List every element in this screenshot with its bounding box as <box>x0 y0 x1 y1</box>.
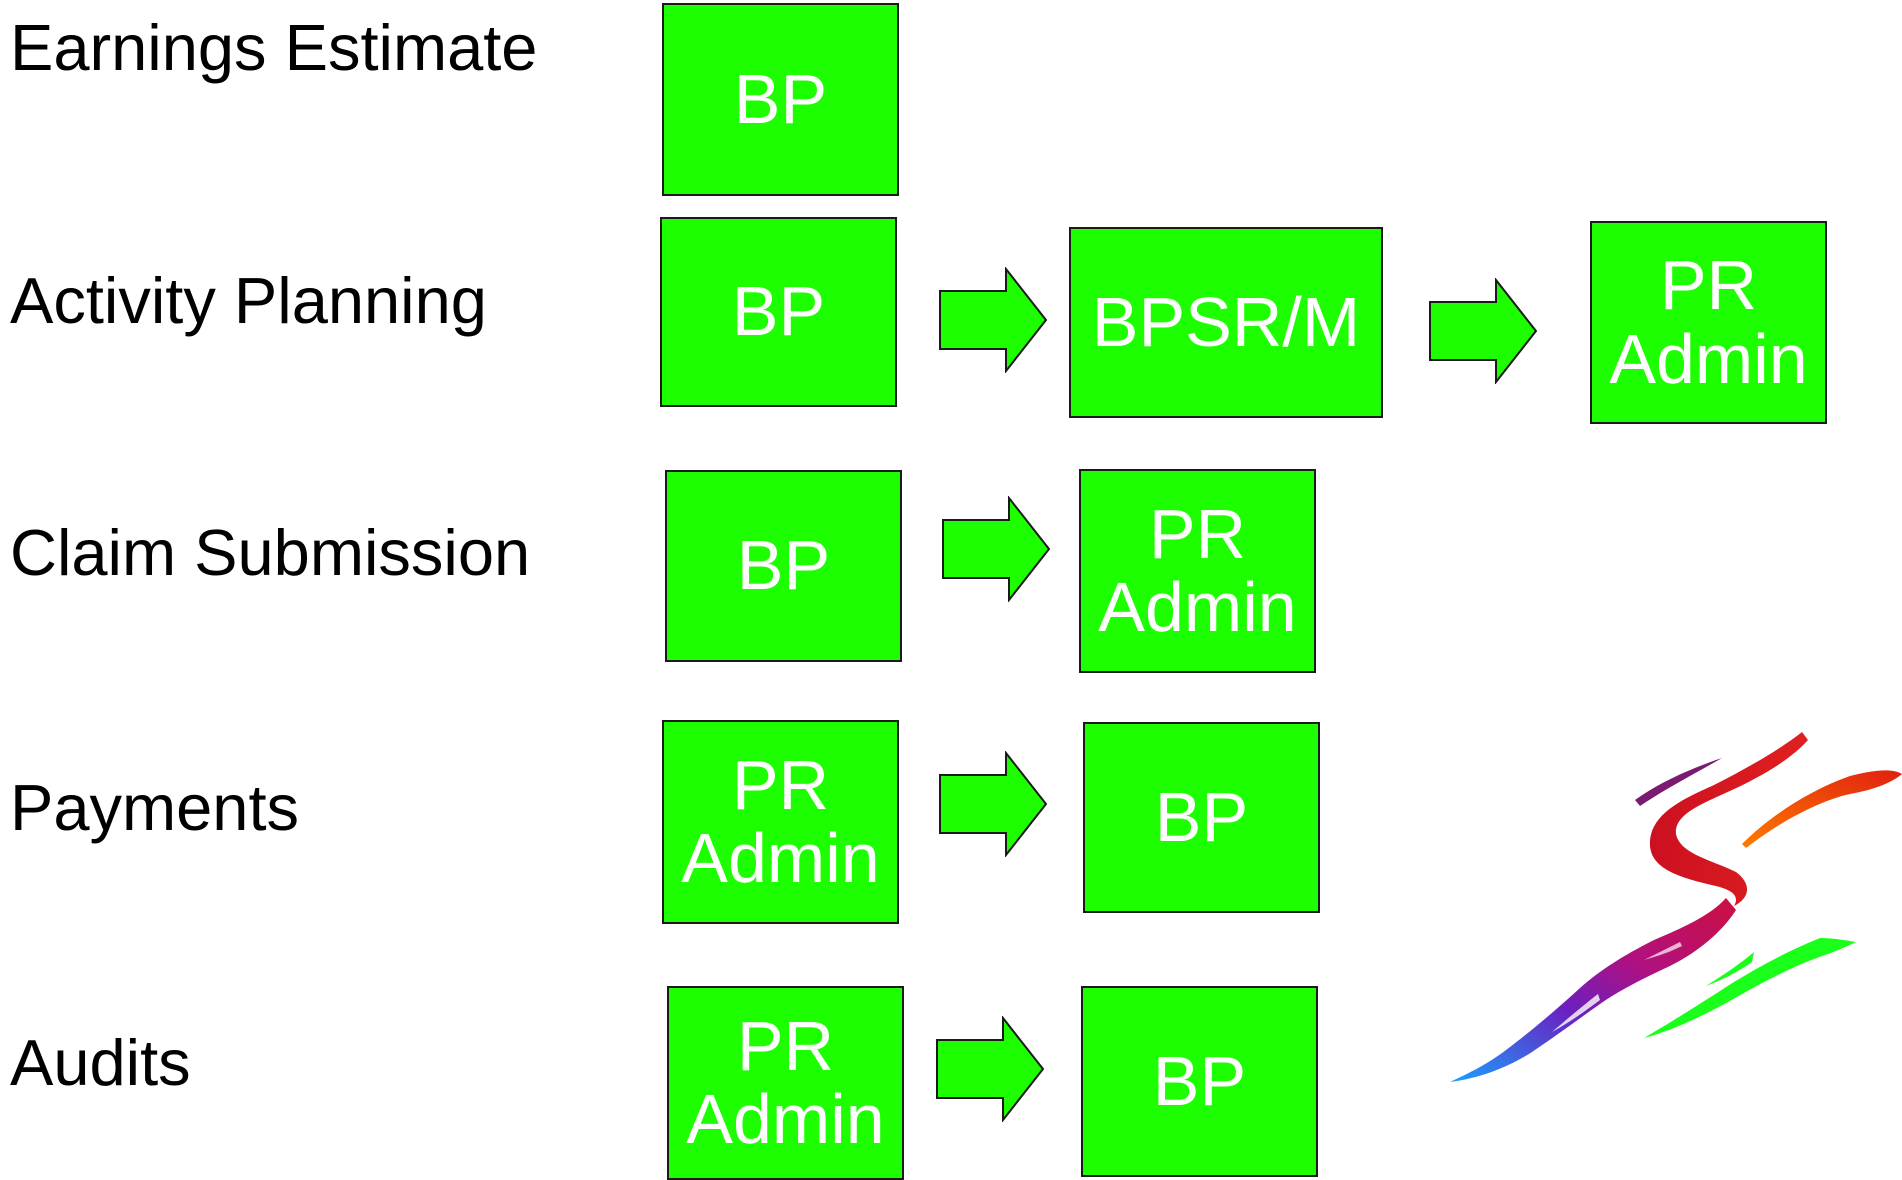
row-label-claim-submission: Claim Submission <box>10 516 531 589</box>
activity-planning-arrow-right-icon <box>939 267 1048 373</box>
claim-submission-arrow-right-icon <box>942 496 1051 602</box>
s-brushstroke-logo-icon <box>1450 732 1902 1082</box>
audits-arrow-right-icon <box>936 1016 1045 1122</box>
row-label-activity-planning: Activity Planning <box>10 264 487 337</box>
activity-planning-node-bpsr-m: BPSR/M <box>1069 227 1383 418</box>
earnings-estimate-node-bp: BP <box>662 3 899 196</box>
claim-submission-node-bp: BP <box>665 470 902 662</box>
audits-node-bp: BP <box>1081 986 1318 1177</box>
row-label-payments: Payments <box>10 771 300 844</box>
row-label-earnings-estimate: Earnings Estimate <box>10 11 538 84</box>
row-label-audits: Audits <box>10 1026 191 1099</box>
payments-arrow-right-icon <box>939 751 1048 857</box>
activity-planning-arrow-right-icon-2 <box>1429 278 1538 384</box>
payments-node-bp: BP <box>1083 722 1320 913</box>
activity-planning-node-bp: BP <box>660 217 897 407</box>
